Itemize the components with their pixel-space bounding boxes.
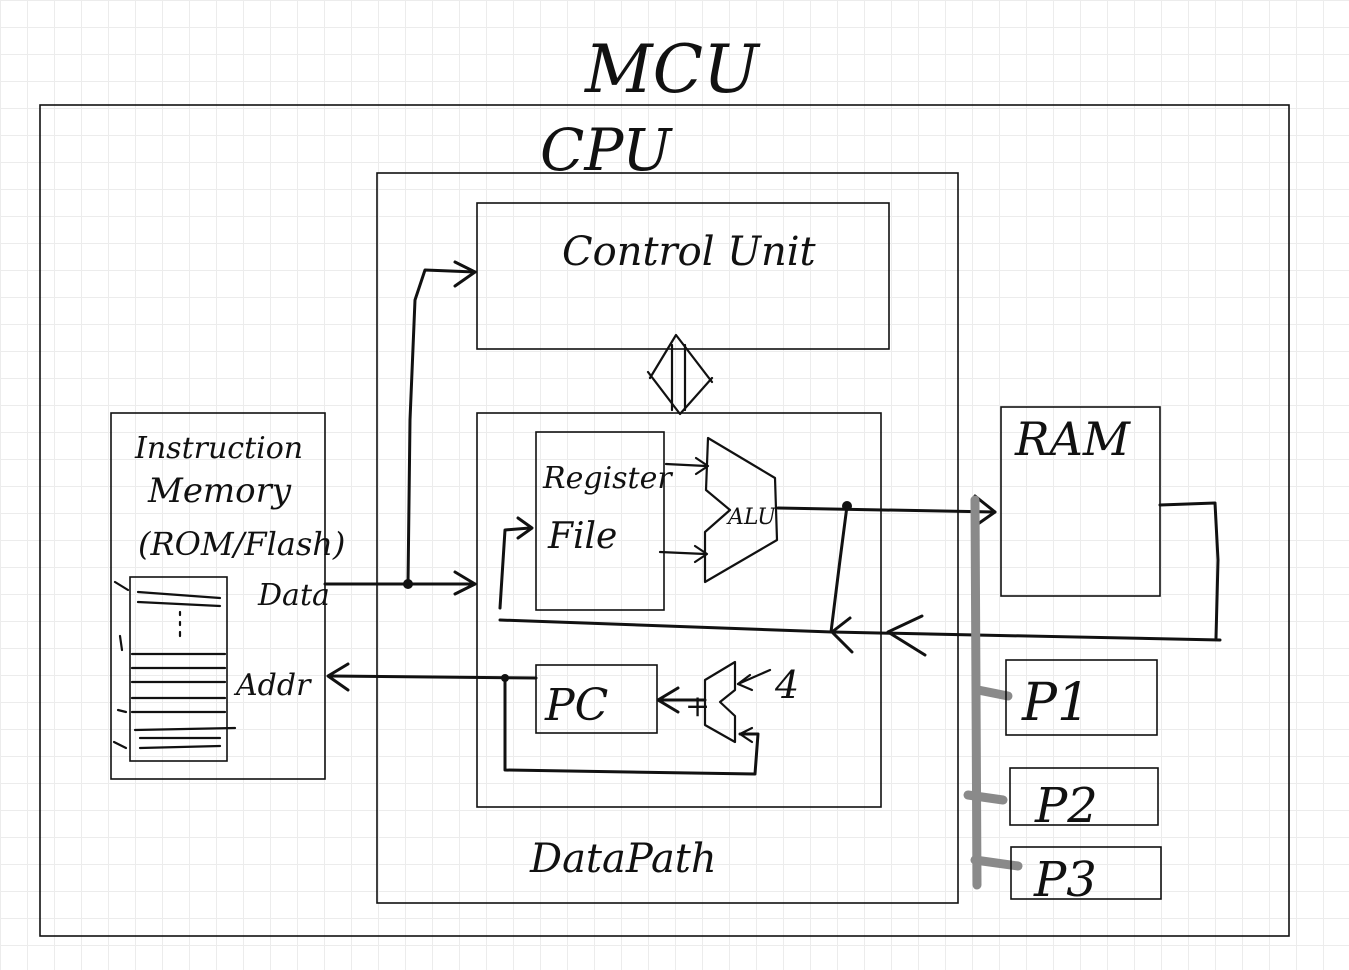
p3-box [1010, 846, 1162, 900]
instruction-memory-box [110, 412, 326, 780]
p1-label: P1 [1021, 673, 1090, 733]
instruction-memory-label-2: Memory [147, 471, 292, 511]
data-label: Data [257, 578, 330, 613]
ram-label: RAM [1014, 412, 1132, 466]
p3-label: P3 [1033, 852, 1097, 908]
control-datapath-arrow [646, 333, 714, 416]
cpu-box [376, 172, 959, 904]
instruction-memory-label-3: (ROM/Flash) [138, 525, 345, 563]
mcu-title: MCU [584, 31, 761, 108]
control-unit-box [476, 202, 890, 350]
alu-shape [703, 436, 779, 584]
register-file-label-2: File [547, 516, 617, 557]
instruction-memory-label-1: Instruction [134, 431, 303, 466]
adder-label: + [685, 689, 710, 724]
alu-ram-wire [776, 494, 997, 634]
control-unit-label: Control Unit [562, 229, 817, 275]
alu-label: ALU [726, 505, 777, 530]
pc-loop-wire [326, 662, 772, 776]
register-file-label-1: Register [542, 461, 673, 496]
writeback-wire [498, 501, 1222, 657]
mcu-box [39, 104, 1290, 937]
four-label: 4 [774, 663, 799, 707]
bus-tap-p1 [973, 685, 1013, 701]
pc-label: PC [544, 680, 608, 731]
ram-box [1000, 406, 1161, 597]
register-file-box [535, 431, 665, 611]
p1-box [1005, 659, 1158, 736]
memory-array [112, 576, 237, 762]
data-wire [323, 260, 477, 596]
p2-box [1009, 767, 1159, 826]
p2-label: P2 [1034, 778, 1098, 834]
adder-shape [703, 660, 737, 744]
addr-label: Addr [233, 668, 312, 703]
bus-tap-p2 [963, 790, 1008, 805]
datapath-label: DataPath [529, 836, 717, 882]
